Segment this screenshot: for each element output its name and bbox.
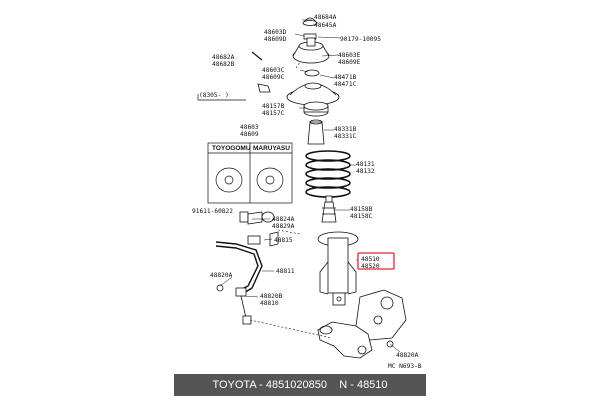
label-48609d[interactable]: 48609D bbox=[264, 36, 287, 43]
label-48331b[interactable]: 48331B bbox=[334, 126, 357, 133]
leader-lines bbox=[219, 19, 401, 353]
label-48684a[interactable]: 48684A bbox=[314, 14, 337, 21]
label-48820b[interactable]: 48820B bbox=[260, 293, 283, 300]
stabilizer-bracket-drawing bbox=[239, 211, 279, 247]
label-48331c[interactable]: 48331C bbox=[334, 133, 357, 140]
assembly-dashed-lines bbox=[249, 61, 333, 339]
figure-code: MC N693-B bbox=[388, 363, 422, 370]
label-48157c[interactable]: 48157C bbox=[262, 110, 285, 117]
part-number-labels: 48684A 48645A 48603D 48609D 90179-10095 … bbox=[192, 14, 422, 370]
label-48132[interactable]: 48132 bbox=[356, 168, 375, 175]
lower-arm-drawing bbox=[317, 321, 394, 359]
highlight-frame bbox=[357, 252, 395, 270]
label-48603c[interactable]: 48603C bbox=[262, 67, 285, 74]
label-48158b[interactable]: 48158B bbox=[350, 206, 373, 213]
upper-mount-drawing bbox=[292, 37, 330, 64]
label-48603[interactable]: 48603 bbox=[240, 124, 259, 131]
inset-label-maruyasu: MARUYASU bbox=[253, 145, 290, 152]
date-note: (8305- ) bbox=[199, 92, 229, 99]
label-48520[interactable]: 48520 bbox=[361, 263, 380, 270]
suspension-exploded-diagram: 48684A 48645A 48603D 48609D 90179-10095 … bbox=[192, 14, 422, 370]
label-48609e[interactable]: 48609E bbox=[338, 59, 361, 66]
label-48609[interactable]: 48609 bbox=[240, 131, 259, 138]
bolt-drawing bbox=[251, 51, 271, 93]
label-48811[interactable]: 48811 bbox=[276, 268, 295, 275]
label-48810[interactable]: 48810 bbox=[260, 300, 279, 307]
label-48157b[interactable]: 48157B bbox=[262, 103, 285, 110]
label-48471b[interactable]: 48471B bbox=[334, 74, 357, 81]
label-48820a-left[interactable]: 48820A bbox=[210, 272, 233, 279]
label-48603e[interactable]: 48603E bbox=[338, 52, 361, 59]
manufacturer-inset bbox=[207, 142, 293, 204]
coil-spring-drawing bbox=[305, 150, 351, 198]
insulator-drawing bbox=[303, 101, 329, 117]
label-48131[interactable]: 48131 bbox=[356, 161, 375, 168]
part-number-footer: TOYOTA - 4851020850 N - 48510 bbox=[174, 374, 426, 396]
inset-label-toyogomu: TOYOGOMU bbox=[212, 145, 251, 152]
label-48829a[interactable]: 48829A bbox=[272, 223, 295, 230]
washer-drawing bbox=[304, 69, 320, 77]
dust-boot-drawing bbox=[321, 195, 337, 223]
label-48820a-bottom[interactable]: 48820A bbox=[396, 352, 419, 359]
label-48609c[interactable]: 48609C bbox=[262, 74, 285, 81]
bump-stopper-drawing bbox=[307, 119, 325, 145]
label-48510[interactable]: 48510 bbox=[361, 256, 380, 263]
label-48815[interactable]: 48815 bbox=[274, 237, 293, 244]
stabilizer-bar-drawing bbox=[215, 235, 263, 295]
stabilizer-link-drawing bbox=[216, 284, 252, 325]
label-48471c[interactable]: 48471C bbox=[334, 81, 357, 88]
label-91611[interactable]: 91611-60822 bbox=[192, 208, 233, 215]
label-48824a[interactable]: 48824A bbox=[272, 216, 295, 223]
dust-cap-drawing bbox=[302, 17, 318, 26]
upper-spring-seat-drawing bbox=[286, 82, 340, 106]
date-bracket bbox=[197, 94, 246, 101]
shock-absorber-drawing bbox=[317, 231, 359, 306]
label-48645a[interactable]: 48645A bbox=[314, 22, 337, 29]
label-48682a[interactable]: 48682A bbox=[212, 54, 235, 61]
label-90179[interactable]: 90179-10095 bbox=[340, 36, 381, 43]
label-48158c[interactable]: 48158C bbox=[350, 213, 373, 220]
label-48603d[interactable]: 48603D bbox=[264, 29, 287, 36]
label-48682b[interactable]: 48682B bbox=[212, 61, 235, 68]
